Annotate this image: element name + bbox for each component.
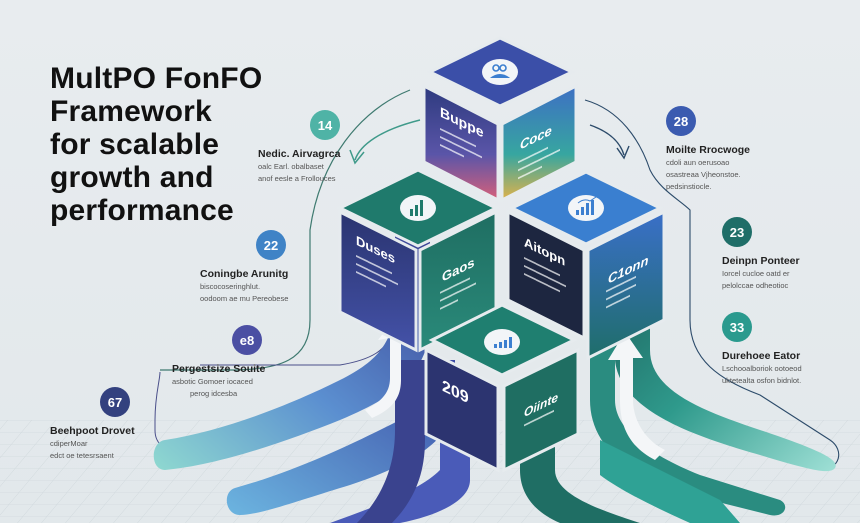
callout-33: 33 Durehoee Eator Lschooalboriok ootoeod… [722, 312, 802, 386]
team-icon [482, 59, 518, 85]
growth-chart-icon [568, 195, 604, 221]
number-badge: 33 [722, 312, 752, 342]
callout-title: Coningbe Arunitg [200, 268, 289, 280]
page-title: MultPO FonFO Framework for scalable grow… [50, 62, 310, 227]
callout-desc: asbotic Gomoer iocaced [172, 377, 253, 386]
arrow-up-icon [365, 318, 408, 418]
callout-desc: oalc Earl. obalbaset [258, 162, 324, 171]
callout-desc: cdiperMoar [50, 439, 88, 448]
number-badge: 28 [666, 106, 696, 136]
growth-ribbon-3 [330, 430, 470, 523]
callout-67: 67 Beehpoot Drovet cdiperMoar edct oe te… [50, 387, 135, 461]
callout-e8: e8 Pergestsize Souite asbotic Gomoer ioc… [172, 325, 265, 399]
arrow-up-icon [608, 332, 665, 460]
number-badge: 14 [310, 110, 340, 140]
analytics-icon [484, 329, 520, 355]
number-badge: 23 [722, 217, 752, 247]
growth-ribbon-5 [610, 255, 836, 472]
connector-line [160, 89, 411, 371]
callout-title: Nedic. Airvagrca [258, 148, 341, 160]
bar-chart-icon [400, 195, 436, 221]
callout-desc: perog idcesba [190, 389, 238, 398]
growth-ribbon-2 [226, 360, 455, 515]
callout-desc: oodoom ae mu Pereobese [200, 294, 289, 303]
title-line: Framework [50, 95, 212, 128]
callout-title: Deinpn Ponteer [722, 255, 800, 267]
callout-title: Moilte Rrocwoge [666, 144, 751, 156]
callout-22: 22 Coningbe Arunitg biscocoseringhlut. o… [200, 230, 288, 304]
callout-title: Beehpoot Drovet [50, 425, 135, 437]
number-badge: 67 [100, 387, 130, 417]
callout-desc: Iorcel cucloe oatd er [722, 269, 790, 278]
callout-desc: biscocoseringhlut. [200, 282, 261, 291]
title-line: growth and [50, 161, 214, 194]
callout-28: 28 Moilte Rrocwoge cdoli aun oerusoao os… [666, 106, 750, 192]
callout-desc: pedsinstiocle. [666, 182, 712, 191]
callout-14: 14 Nedic. Airvagrca oalc Earl. obalbaset… [258, 110, 340, 184]
callout-title: Pergestsize Souite [172, 363, 266, 375]
callout-title: Durehoee Eator [722, 350, 801, 362]
title-line: MultPO FonFO [50, 62, 263, 95]
number-badge: 22 [256, 230, 286, 260]
callout-desc: edct oe tetesrsaent [50, 451, 114, 460]
callout-desc: cdoli aun oerusoao [666, 158, 730, 167]
title-line: performance [50, 194, 234, 227]
callout-23: 23 Deinpn Ponteer Iorcel cucloe oatd er … [722, 217, 800, 291]
title-line: for scalable [50, 128, 220, 161]
number-badge: e8 [232, 325, 262, 355]
callout-desc: osastreaa Vjheonstoe. [666, 170, 741, 179]
callout-desc: uktetealta osfon bidnlot. [722, 376, 802, 385]
growth-ribbon-1 [153, 230, 430, 470]
callout-desc: anof eesle a Frollouces [258, 174, 336, 183]
callout-desc: pelolccae odheotioc [722, 281, 789, 290]
callout-desc: Lschooalboriok ootoeod [722, 364, 802, 373]
